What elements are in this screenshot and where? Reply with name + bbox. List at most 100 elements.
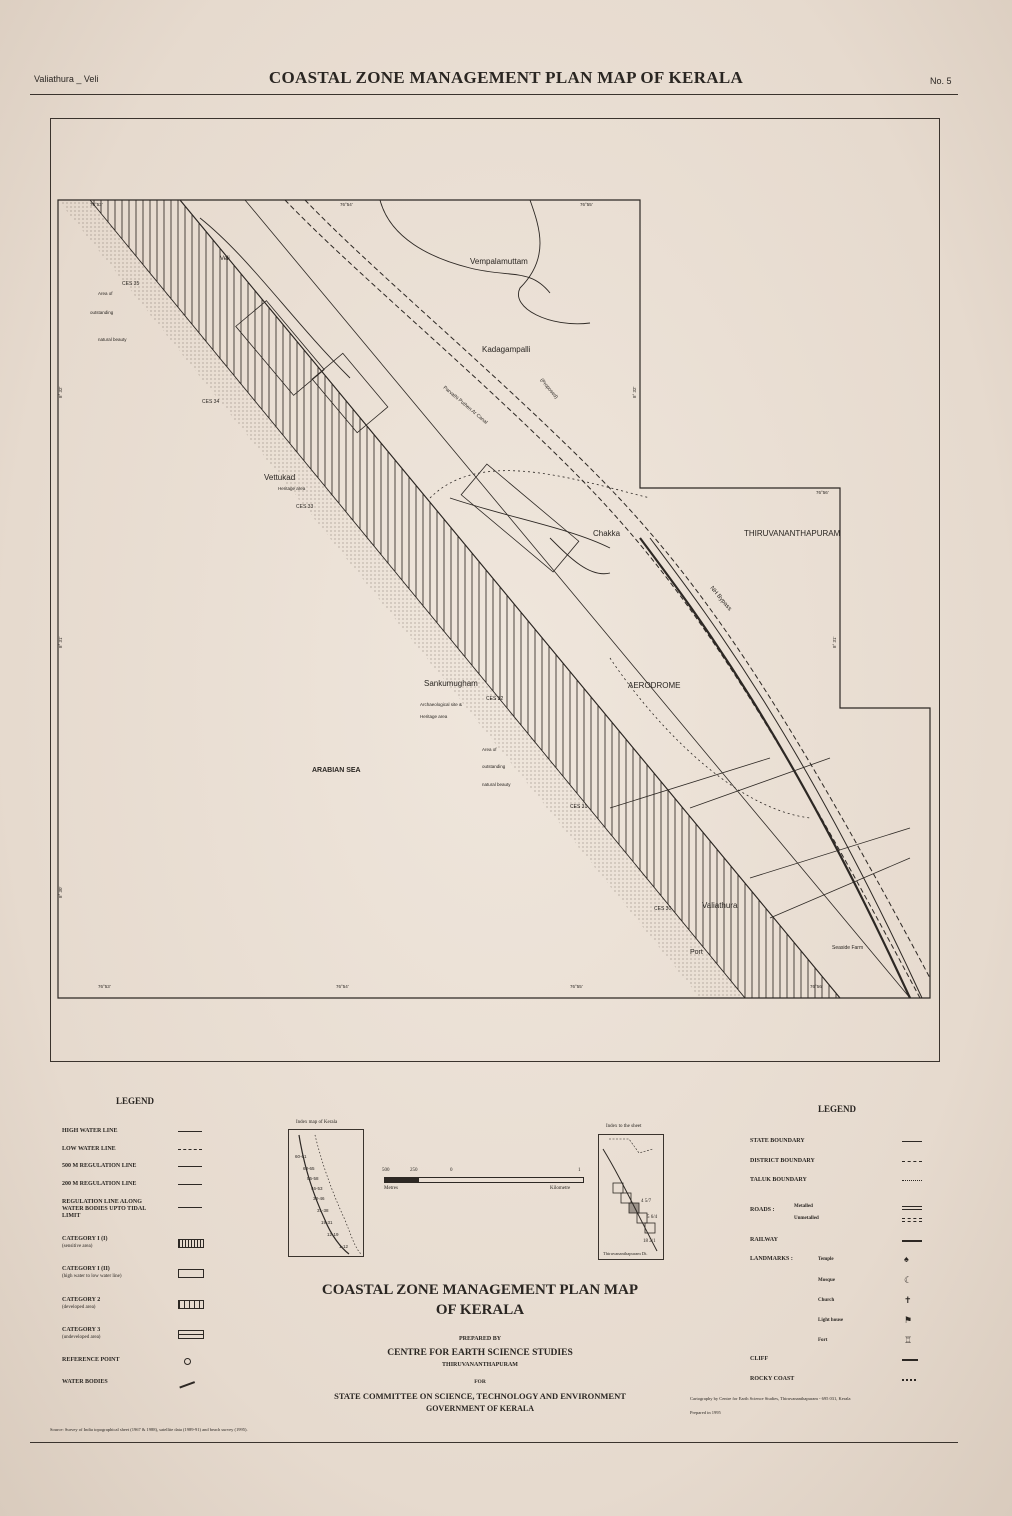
tick-left-2: 8° 31' bbox=[58, 636, 63, 648]
left-legend-item: REFERENCE POINT bbox=[62, 1357, 158, 1364]
legend-symbol bbox=[178, 1330, 204, 1339]
index-sheet-number: 12-19 bbox=[327, 1232, 339, 1237]
tick-left-3: 8° 30' bbox=[58, 886, 63, 898]
left-legend-sublabel: (sensitive area) bbox=[62, 1244, 93, 1249]
right-legend-fort: Fort bbox=[818, 1338, 828, 1343]
scale-unit-left: Metres bbox=[384, 1186, 398, 1191]
map-title-line-2: OF KERALA bbox=[435, 1302, 525, 1318]
legend-symbol bbox=[178, 1131, 202, 1132]
left-legend-item: REGULATION LINE ALONG WATER BODIES UPTO … bbox=[62, 1199, 158, 1220]
lighthouse-icon: ⚑ bbox=[904, 1315, 913, 1325]
place-kadagampalli: Kadagampalli bbox=[482, 345, 531, 354]
outstanding-2-c: natural beauty bbox=[482, 782, 511, 787]
scale-tick-3: 1 bbox=[578, 1168, 581, 1173]
left-legend-label: 500 M REGULATION LINE bbox=[62, 1163, 137, 1169]
right-legend-district: DISTRICT BOUNDARY bbox=[750, 1158, 815, 1164]
index-sheet-footer: Thiruvananthapuram Dt. bbox=[603, 1251, 648, 1256]
left-legend-item: WATER BODIES bbox=[62, 1379, 158, 1386]
sheet-number: No. 5 bbox=[930, 76, 952, 86]
index-sheet-number: 31-38 bbox=[317, 1208, 329, 1213]
left-legend-label: CATEGORY I (i) bbox=[62, 1236, 108, 1242]
left-legend-item: HIGH WATER LINE bbox=[62, 1128, 158, 1135]
legend-symbol bbox=[178, 1166, 202, 1167]
left-legend-item: LOW WATER LINE bbox=[62, 1146, 158, 1153]
index-sheet-number: 55-58 bbox=[307, 1176, 319, 1181]
legend-symbol bbox=[178, 1207, 202, 1208]
legend-symbol bbox=[178, 1300, 204, 1309]
right-legend-symbol bbox=[902, 1359, 918, 1361]
place-valiathura: Valiathura bbox=[702, 901, 738, 910]
right-legend-symbol bbox=[902, 1141, 922, 1142]
right-legend-symbol bbox=[902, 1240, 922, 1242]
right-legend-lighthouse: Light house bbox=[818, 1318, 844, 1323]
tick-top-3: 76°55' bbox=[580, 202, 593, 207]
left-legend-label: CATEGORY 2 bbox=[62, 1297, 101, 1303]
scale-tick-1: 250 bbox=[410, 1168, 418, 1173]
index-sheet: 4 5/7 5 6/4 18 2/1 Thiruvananthapuram Dt… bbox=[598, 1134, 664, 1260]
heritage-label-1: Heritage area bbox=[278, 486, 306, 491]
ref-ces34: CES 34 bbox=[202, 399, 219, 405]
right-legend-state: STATE BOUNDARY bbox=[750, 1138, 805, 1144]
canal-label: Parvathi Puthen Ar Canal bbox=[442, 385, 489, 426]
tick-bottom-4: 76°56' bbox=[810, 984, 823, 989]
ref-ces32: CES 32 bbox=[486, 696, 503, 702]
right-legend-symbol bbox=[902, 1180, 922, 1181]
committee-name: STATE COMMITTEE ON SCIENCE, TECHNOLOGY A… bbox=[334, 1391, 626, 1401]
for-label: FOR bbox=[474, 1379, 486, 1385]
right-legend-mosque: Mosque bbox=[818, 1278, 835, 1283]
left-legend-item: 500 M REGULATION LINE bbox=[62, 1163, 158, 1170]
tick-top-2: 76°54' bbox=[340, 202, 353, 207]
institution-name: CENTRE FOR EARTH SCIENCE STUDIES bbox=[387, 1348, 573, 1358]
ref-ces35: CES 35 bbox=[122, 281, 139, 287]
index-sheet-label-2: 5 6/4 bbox=[647, 1215, 658, 1220]
header-rule bbox=[30, 94, 958, 95]
right-legend-unmetalled: Unmetalled bbox=[794, 1216, 819, 1221]
mosque-icon: ☾ bbox=[904, 1275, 913, 1285]
footer-rule bbox=[30, 1442, 958, 1443]
heritage-label-2: Heritage area bbox=[420, 714, 448, 719]
map-frame bbox=[50, 118, 940, 1062]
tick-bottom-3: 76°55' bbox=[570, 984, 583, 989]
outstanding-1-b: outstanding bbox=[90, 310, 114, 315]
legend-symbol bbox=[178, 1184, 202, 1185]
right-legend-taluk: TALUK BOUNDARY bbox=[750, 1177, 807, 1183]
map-boundary bbox=[57, 199, 931, 999]
map-title-line-1: COASTAL ZONE MANAGEMENT PLAN MAP bbox=[321, 1282, 639, 1298]
fort-icon: ♖ bbox=[904, 1335, 913, 1345]
tick-right-2: 8° 31' bbox=[832, 636, 837, 648]
left-legend-item: CATEGORY I (i) (sensitive area) bbox=[62, 1236, 158, 1250]
right-legend-symbol bbox=[902, 1206, 922, 1210]
left-legend-heading: LEGEND bbox=[116, 1096, 155, 1106]
left-legend-item: 200 M REGULATION LINE bbox=[62, 1181, 158, 1188]
place-sankumugham: Sankumugham bbox=[424, 679, 478, 688]
left-legend-label: CATEGORY 3 bbox=[62, 1327, 101, 1333]
outstanding-1-a: Area of bbox=[98, 291, 113, 296]
proposed-label: (Proposed) bbox=[538, 377, 559, 400]
tick-right-mid: 76°56' bbox=[816, 490, 829, 495]
index-sheet-title: Index to the sheet bbox=[606, 1124, 642, 1129]
right-legend-church: Church bbox=[818, 1298, 835, 1303]
index-sheet-number: 19-31 bbox=[321, 1220, 333, 1225]
right-legend-cliff: CLIFF bbox=[750, 1356, 768, 1362]
place-vempalamuttam: Vempalamuttam bbox=[470, 257, 528, 266]
tick-bottom-2: 76°54' bbox=[336, 984, 349, 989]
right-legend-symbol bbox=[902, 1379, 916, 1381]
place-veli: Veli bbox=[220, 256, 230, 262]
index-sheet-number: 60-61 bbox=[295, 1154, 307, 1159]
place-thiruvananthapuram: THIRUVANANTHAPURAM bbox=[744, 529, 841, 538]
right-legend-rocky: ROCKY COAST bbox=[750, 1376, 795, 1382]
place-arabian-sea: ARABIAN SEA bbox=[312, 767, 361, 774]
legend-symbol bbox=[178, 1269, 204, 1278]
right-legend-symbol bbox=[902, 1218, 922, 1222]
right-legend-metalled: Metalled bbox=[794, 1204, 813, 1209]
legend-symbol bbox=[178, 1149, 202, 1150]
government-name: GOVERNMENT OF KERALA bbox=[425, 1404, 534, 1413]
outstanding-2-a: Area of bbox=[482, 747, 497, 752]
index-sheet-number: 1-12 bbox=[339, 1244, 349, 1249]
left-legend-label: REGULATION LINE ALONG WATER BODIES UPTO … bbox=[62, 1199, 146, 1219]
road-nh-bypass: NH Bypass bbox=[708, 585, 732, 612]
source-note: Source: Survey of India topographical sh… bbox=[50, 1427, 248, 1432]
left-legend-sublabel: (developed area) bbox=[62, 1305, 96, 1310]
place-port: Port bbox=[690, 949, 703, 956]
scale-tick-0: 500 bbox=[382, 1168, 390, 1173]
